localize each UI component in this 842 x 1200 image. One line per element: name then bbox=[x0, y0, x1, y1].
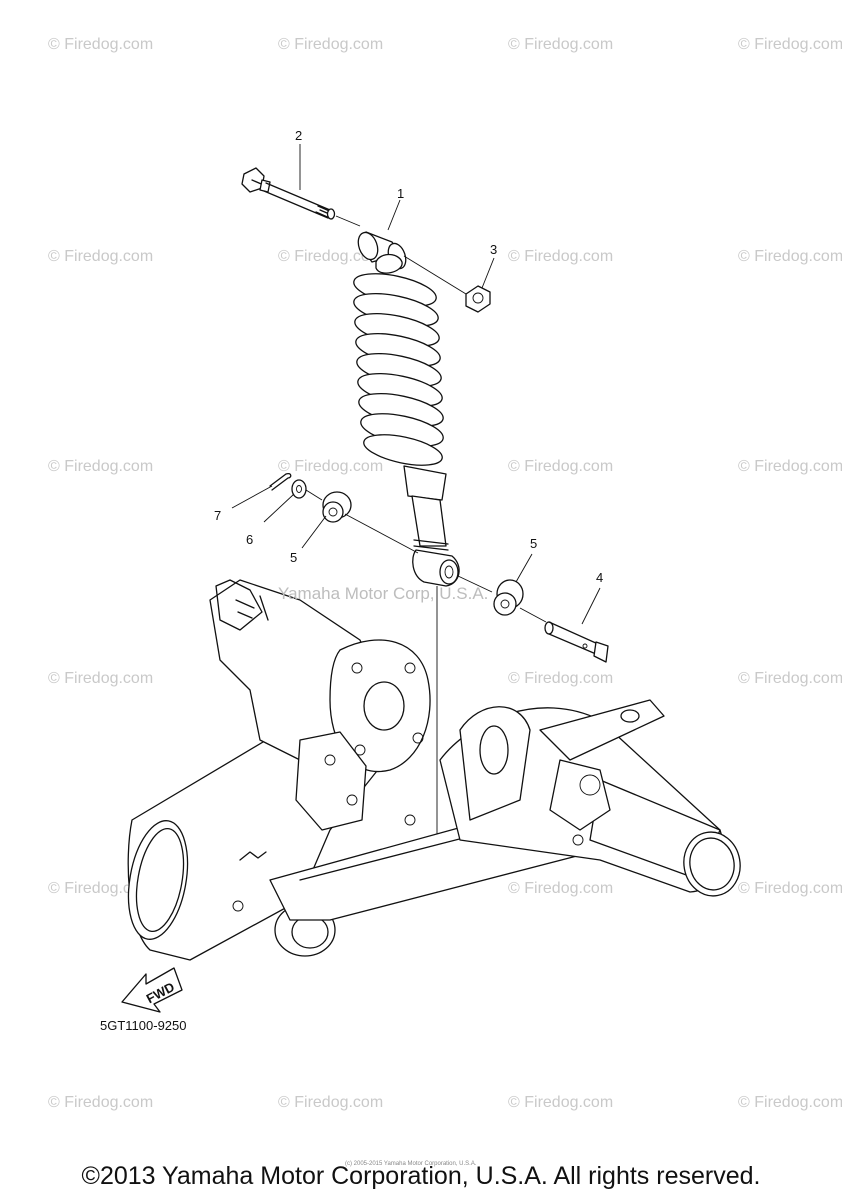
diagram-part-code: 5GT1100-9250 bbox=[100, 1018, 187, 1033]
rear-axle-housing bbox=[127, 579, 741, 961]
watermark: © Firedog.com bbox=[508, 670, 614, 687]
spring-coils bbox=[353, 273, 444, 466]
watermark: © Firedog.com bbox=[738, 880, 842, 897]
watermark: © Firedog.com bbox=[48, 36, 154, 53]
watermark: © Firedog.com bbox=[508, 458, 614, 475]
callout-3: 3 bbox=[490, 242, 497, 257]
tiny-copyright-note: (c) 2005-2015 Yamaha Motor Corporation, … bbox=[345, 1161, 477, 1167]
rear-shock-absorber bbox=[353, 253, 460, 587]
pin-part-4 bbox=[544, 621, 609, 663]
fwd-arrow-icon: FWD bbox=[121, 967, 183, 1013]
watermark: © Firedog.com bbox=[48, 880, 154, 897]
watermark: © Firedog.com bbox=[48, 458, 154, 475]
watermark: © Firedog.com bbox=[508, 248, 614, 265]
watermark: © Firedog.com bbox=[738, 670, 842, 687]
callout-4: 4 bbox=[596, 570, 603, 585]
callout-5-left: 5 bbox=[290, 550, 297, 565]
watermark: © Firedog.com bbox=[48, 670, 154, 687]
watermark: © Firedog.com bbox=[738, 36, 842, 53]
callout-7: 7 bbox=[214, 508, 221, 523]
callout-5-right: 5 bbox=[530, 536, 537, 551]
callout-6: 6 bbox=[246, 532, 253, 547]
callout-numbers: 2 1 3 4 5 5 6 7 bbox=[214, 128, 603, 585]
bushing-part-5-left bbox=[322, 491, 352, 523]
watermark: © Firedog.com bbox=[508, 1094, 614, 1111]
bolt-part-2 bbox=[241, 167, 336, 220]
watermark: © Firedog.com bbox=[278, 458, 384, 475]
watermark: © Firedog.com bbox=[508, 880, 614, 897]
nut-part-3 bbox=[465, 285, 491, 313]
bushing-part-5-right bbox=[493, 579, 524, 616]
watermark: © Firedog.com bbox=[48, 248, 154, 265]
callout-leaders bbox=[231, 144, 601, 625]
watermark: © Firedog.com bbox=[738, 1094, 842, 1111]
washer-part-6 bbox=[291, 479, 307, 499]
watermark: © Firedog.com bbox=[278, 248, 384, 265]
watermark: © Firedog.com bbox=[738, 458, 842, 475]
copyright-footer: ©2013 Yamaha Motor Corporation, U.S.A. A… bbox=[81, 1162, 761, 1190]
callout-2: 2 bbox=[295, 128, 302, 143]
watermark: © Firedog.com bbox=[48, 1094, 154, 1111]
assembly-lines bbox=[305, 215, 547, 840]
center-watermark: Yamaha Motor Corp, U.S.A. bbox=[278, 584, 489, 603]
watermark: © Firedog.com bbox=[738, 248, 842, 265]
watermark: © Firedog.com bbox=[278, 36, 384, 53]
watermark: © Firedog.com bbox=[508, 36, 614, 53]
watermark: © Firedog.com bbox=[278, 1094, 384, 1111]
callout-1: 1 bbox=[397, 186, 404, 201]
cotter-pin-part-7 bbox=[269, 472, 292, 491]
